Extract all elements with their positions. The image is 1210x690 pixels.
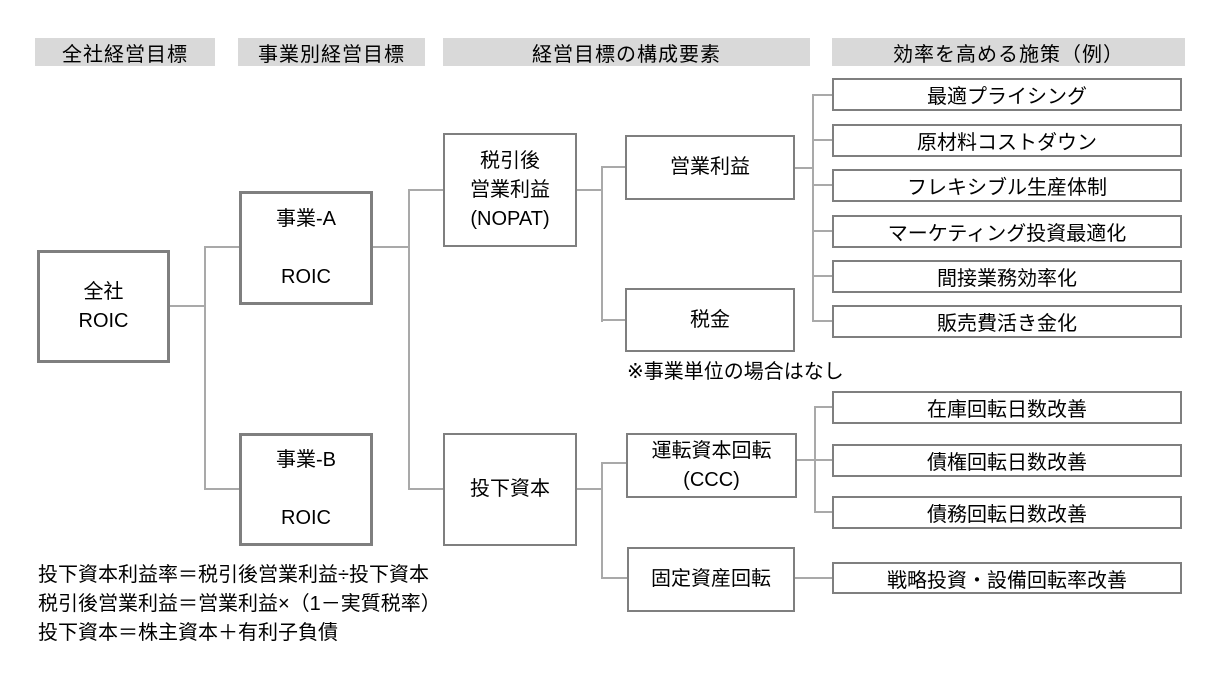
connector-line <box>812 230 832 232</box>
formula-definitions: 投下資本利益率＝税引後営業利益÷投下資本 税引後営業利益＝営業利益×（1－実質税… <box>38 564 441 644</box>
measure-payables-turnover-days: 債務回転日数改善 <box>832 496 1182 529</box>
connector-line <box>601 319 625 321</box>
connector-line <box>373 246 409 248</box>
connector-line <box>795 167 813 169</box>
header-business-goal: 事業別経営目標 <box>238 38 425 66</box>
connector-line <box>814 511 832 513</box>
connector-line <box>408 488 443 490</box>
connector-line <box>577 189 602 191</box>
connector-line <box>577 488 602 490</box>
connector-line <box>408 189 443 191</box>
header-components: 経営目標の構成要素 <box>443 38 810 66</box>
connector-line <box>814 406 816 513</box>
measure-optimal-pricing: 最適プライシング <box>832 78 1182 111</box>
header-company-goal: 全社経営目標 <box>35 38 215 66</box>
connector-line <box>170 305 205 307</box>
connector-line <box>601 166 625 168</box>
connector-line <box>812 184 832 186</box>
connector-line <box>204 488 240 490</box>
measure-material-cost-down: 原材料コストダウン <box>832 124 1182 157</box>
node-nopat: 税引後 営業利益 (NOPAT) <box>443 133 577 247</box>
connector-line <box>601 577 627 579</box>
connector-line <box>408 189 410 490</box>
node-company-roic: 全社 ROIC <box>37 250 170 363</box>
connector-line <box>814 406 832 408</box>
measure-inventory-turnover-days: 在庫回転日数改善 <box>832 391 1182 424</box>
connector-line <box>812 94 832 96</box>
measure-sales-cost-utilization: 販売費活き金化 <box>832 305 1182 338</box>
connector-line <box>812 320 832 322</box>
connector-line <box>601 462 626 464</box>
node-business-a-roic: 事業-A ROIC <box>239 191 373 305</box>
note-business-unit: ※事業単位の場合はなし <box>627 361 844 383</box>
measure-indirect-efficiency: 間接業務効率化 <box>832 260 1182 293</box>
header-measures: 効率を高める施策（例） <box>832 38 1185 66</box>
measure-receivables-turnover-days: 債権回転日数改善 <box>832 444 1182 477</box>
measure-strategic-investment-turnover: 戦略投資・設備回転率改善 <box>832 562 1182 594</box>
connector-line <box>601 166 603 322</box>
connector-line <box>812 139 832 141</box>
connector-line <box>204 246 206 490</box>
connector-line <box>795 577 832 579</box>
connector-line <box>204 246 240 248</box>
node-invested-capital: 投下資本 <box>443 433 577 546</box>
connector-line <box>812 94 814 322</box>
node-operating-profit: 営業利益 <box>625 135 795 200</box>
measure-flexible-production: フレキシブル生産体制 <box>832 169 1182 202</box>
node-business-b-roic: 事業-B ROIC <box>239 433 373 546</box>
node-fixed-asset-turnover: 固定資産回転 <box>627 547 795 612</box>
node-working-capital-turnover: 運転資本回転 (CCC) <box>626 433 797 498</box>
node-tax: 税金 <box>625 288 795 352</box>
connector-line <box>601 462 603 579</box>
measure-marketing-optimization: マーケティング投資最適化 <box>832 215 1182 248</box>
connector-line <box>812 275 832 277</box>
